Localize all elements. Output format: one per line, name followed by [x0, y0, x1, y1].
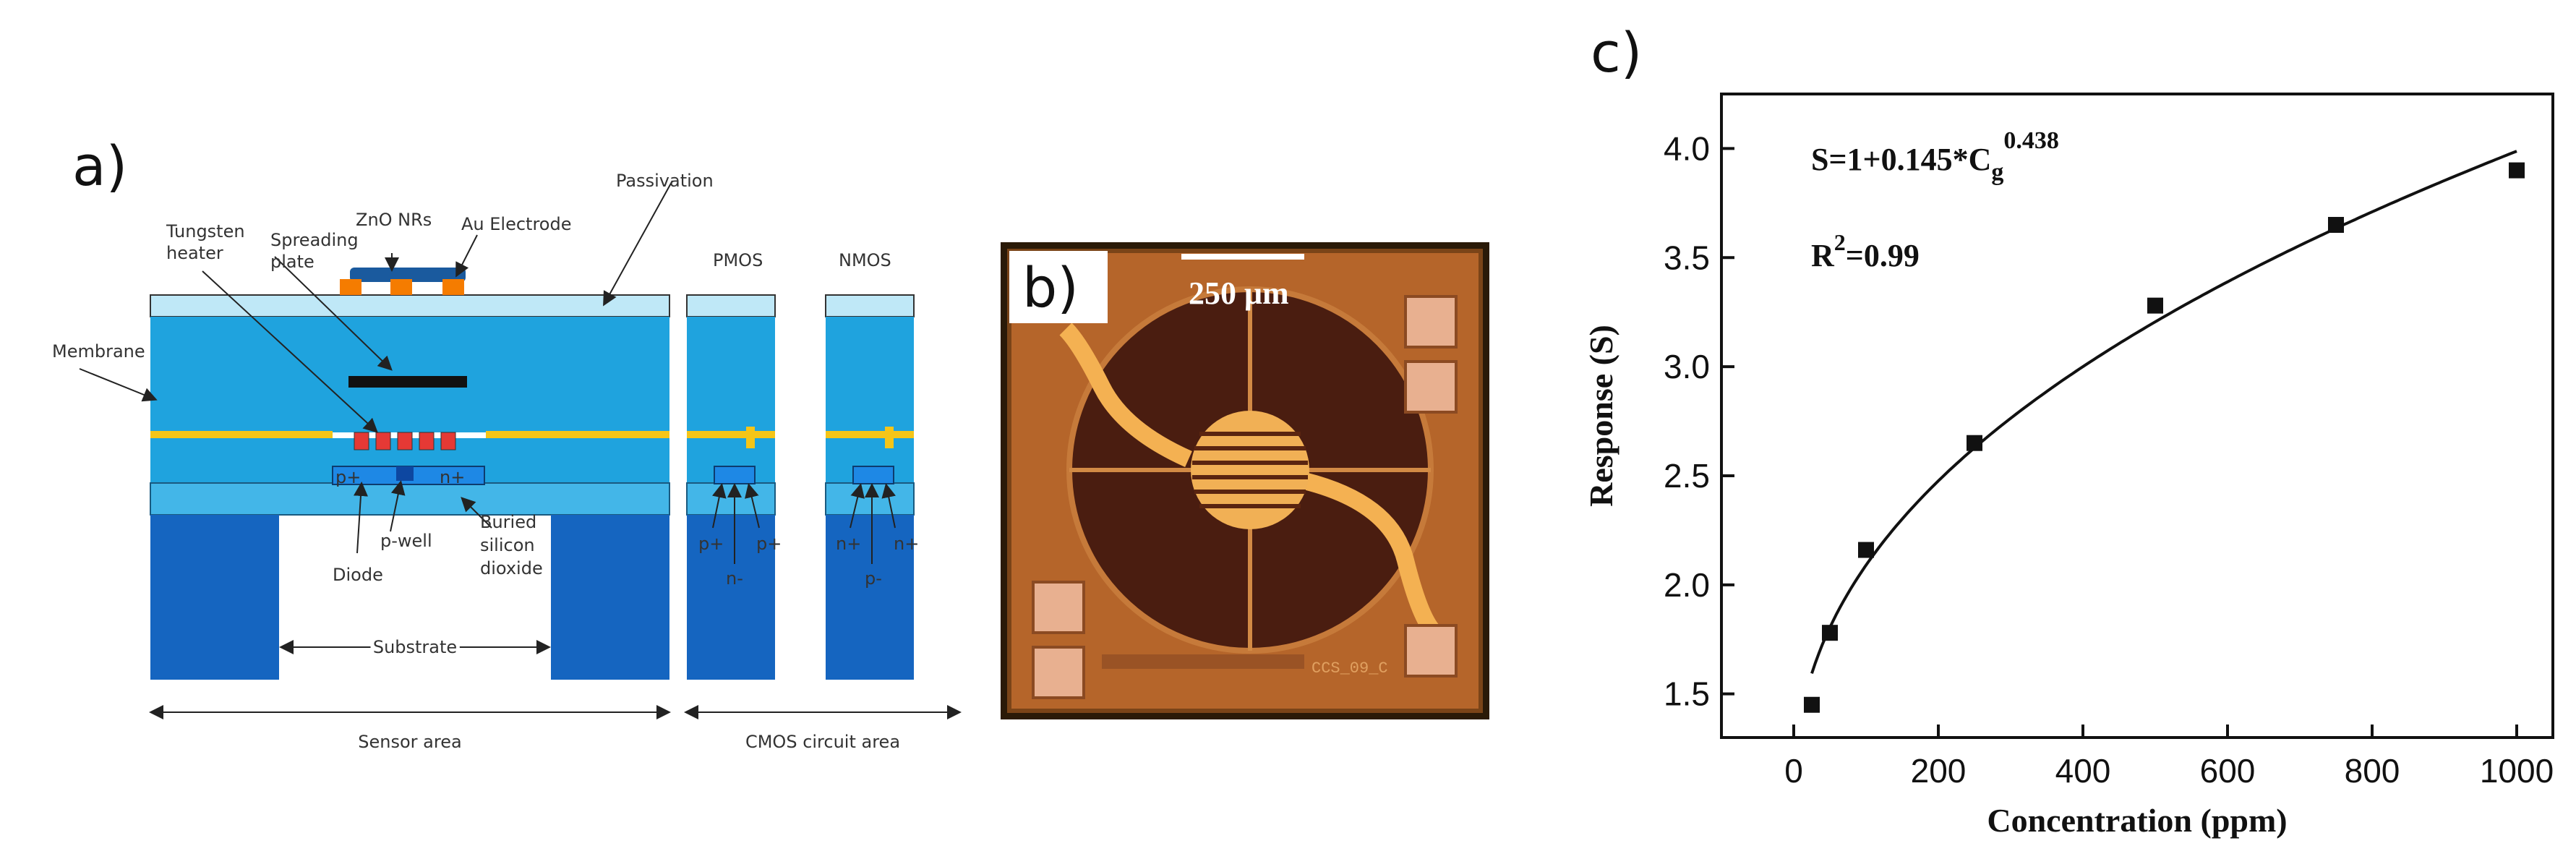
buried-label-3: dioxide: [480, 558, 543, 578]
au-electrode-3: [442, 279, 464, 295]
fit-curve: [1810, 150, 2517, 675]
buried-label-1: Buried: [480, 512, 536, 532]
substrate-right: [551, 515, 669, 680]
bond-pad-3: [1032, 581, 1085, 634]
y-tick-label: 4.0: [1664, 129, 1710, 167]
equation-subscript: g: [1991, 159, 2003, 186]
nmos-n-plus-right: n+: [894, 534, 919, 554]
zno-nrs: [350, 268, 466, 282]
tungsten-heater: [354, 432, 456, 450]
pmos-n-minus: n-: [726, 568, 743, 589]
diode-label: Diode: [333, 565, 383, 585]
pmos-label: PMOS: [713, 250, 763, 270]
panel-b-label: b): [1022, 255, 1079, 320]
tungsten-label-1: Tungsten: [166, 221, 245, 242]
membrane-label: Membrane: [52, 341, 145, 362]
svg-text:S=1+0.145*Cg0.438: S=1+0.145*Cg0.438: [1811, 127, 2059, 186]
pmos-p-plus-left: p+: [698, 534, 724, 554]
x-tick-label: 600: [2200, 752, 2256, 790]
scale-bar-label: 250 μm: [1189, 275, 1289, 311]
panel-a: a): [0, 0, 969, 859]
x-tick-label: 0: [1784, 752, 1803, 790]
equation-text: S=1+0.145*C: [1811, 142, 1991, 177]
membrane-layer: [150, 317, 669, 432]
x-tick-label: 800: [2345, 752, 2400, 790]
response-chart: 0 200 400 600 800 1000 1.5 2.0 2.5 3.0 3.5 4.0 S=1+…: [1583, 93, 2554, 839]
panel-c: c) 0 200 400 600 800 1000 1.5 2.0 2.5 3.0 3.5 4.0 S…: [1518, 0, 2576, 859]
y-tick-label: 3.5: [1664, 239, 1710, 276]
spreading-plate: [348, 376, 467, 388]
plot-frame: [1720, 93, 2554, 739]
equation-superscript: 0.438: [2003, 127, 2059, 154]
y-tick-label: 2.5: [1664, 457, 1710, 495]
pmos-p-plus-right: p+: [756, 534, 782, 554]
panel-b-label-box: b): [1009, 251, 1108, 323]
zno-label: ZnO NRs: [356, 210, 432, 230]
p-well-label: p-well: [380, 531, 432, 551]
y-tick-label: 1.5: [1664, 675, 1710, 713]
panel-c-label: c): [1591, 20, 1643, 85]
bond-pad-2: [1404, 360, 1458, 414]
heater-stripes: [1192, 432, 1308, 508]
data-point: [2509, 162, 2525, 179]
metal-line-right: [486, 431, 669, 438]
nmos-n-plus-left: n+: [836, 534, 861, 554]
y-tick-label: 2.0: [1664, 566, 1710, 604]
y-tick-label: 3.0: [1664, 348, 1710, 385]
au-electrode-1: [340, 279, 361, 295]
r2-text: R: [1811, 238, 1835, 273]
au-electrode-2: [390, 279, 412, 295]
bond-pad-5: [1404, 624, 1458, 678]
y-axis-label: Response (S): [1583, 325, 1619, 507]
svg-text:R2=0.99: R2=0.99: [1811, 229, 1920, 273]
chip-text: CCS_09_C: [1311, 659, 1388, 678]
spreading-label-1: Spreading: [270, 230, 359, 250]
tungsten-label-2: heater: [166, 243, 223, 263]
bond-pad-4: [1032, 646, 1085, 699]
substrate-label: Substrate: [373, 637, 457, 657]
buried-label-2: silicon: [480, 535, 535, 555]
nmos-p-minus: p-: [865, 568, 882, 589]
cross-section-diagram: Passivation ZnO NRs Au Electrode Tungste…: [52, 171, 962, 752]
nmos-passivation: [825, 294, 915, 317]
data-point: [1804, 696, 1820, 713]
nmos-substrate: [826, 515, 914, 680]
cmos-area-label: CMOS circuit area: [745, 732, 900, 752]
r2-superscript: 2: [1834, 229, 1846, 255]
pmos-substrate: [687, 515, 775, 680]
spreading-label-2: plate: [270, 252, 314, 272]
bond-pad-1: [1404, 295, 1458, 349]
passivation-layer: [150, 294, 670, 317]
passivation-label: Passivation: [616, 171, 714, 191]
data-point: [2147, 297, 2163, 314]
panel-a-label: a): [72, 134, 128, 198]
pmos-passivation: [686, 294, 776, 317]
metal-line-left: [150, 431, 333, 438]
buried-oxide-layer: [150, 482, 670, 516]
panel-b: 250 μm CCS_09_C b): [1001, 242, 1489, 719]
x-tick-label: 400: [2055, 752, 2111, 790]
n-plus-label: n+: [440, 467, 465, 487]
sensor-area-label: Sensor area: [358, 732, 461, 752]
p-plus-label: p+: [335, 467, 361, 487]
au-electrode-label: Au Electrode: [461, 214, 571, 234]
r2-value: =0.99: [1846, 238, 1920, 273]
data-point: [2328, 217, 2344, 234]
x-tick-label: 200: [1911, 752, 1967, 790]
data-point: [1967, 435, 1982, 451]
x-tick-label: 1000: [2480, 752, 2554, 790]
data-point: [1858, 542, 1874, 558]
chip-micrograph: 250 μm CCS_09_C: [1001, 242, 1489, 719]
heater-circle: [1191, 411, 1309, 529]
substrate-left: [150, 515, 279, 680]
nmos-label: NMOS: [839, 250, 891, 270]
x-axis-label: Concentration (ppm): [1987, 802, 2287, 839]
data-point: [1822, 625, 1838, 641]
